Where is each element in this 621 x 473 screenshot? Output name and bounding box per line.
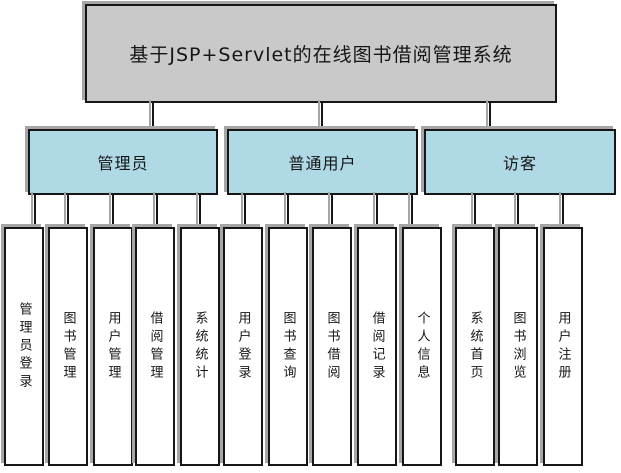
connector-user-login xyxy=(244,195,246,227)
leaf-label: 图书管理 xyxy=(60,310,76,383)
leaf-node-admin-login: 管理员登录 xyxy=(4,227,44,466)
connector-root-regular-user xyxy=(321,103,323,129)
connector-book-search xyxy=(287,195,289,227)
leaf-node-user-login: 用户登录 xyxy=(223,227,263,466)
leaf-node-system-home: 系统首页 xyxy=(455,227,495,466)
leaf-label: 用户登录 xyxy=(235,310,251,383)
connector-borrow-records xyxy=(376,195,378,227)
leaf-node-borrow-records: 借阅记录 xyxy=(357,227,397,466)
connector-personal-info xyxy=(411,195,413,227)
system-root-node: 基于JSP+Servlet的在线图书借阅管理系统 xyxy=(85,4,557,103)
role-node-admin: 管理员 xyxy=(28,129,218,195)
leaf-label: 系统统计 xyxy=(192,310,208,383)
connector-admin-login xyxy=(34,195,36,227)
role-node-guest: 访客 xyxy=(424,129,616,195)
leaf-node-borrow-management: 借阅管理 xyxy=(135,227,175,466)
connector-root-admin xyxy=(152,103,154,129)
leaf-node-book-borrow: 图书借阅 xyxy=(312,227,352,466)
leaf-label: 用户管理 xyxy=(105,310,121,383)
leaf-node-user-management: 用户管理 xyxy=(93,227,133,466)
leaf-label: 图书借阅 xyxy=(324,310,340,383)
leaf-label: 用户注册 xyxy=(555,310,571,383)
connector-borrow-management xyxy=(156,195,158,227)
leaf-node-user-register: 用户注册 xyxy=(543,227,583,466)
connector-root-guest xyxy=(489,103,491,129)
leaf-node-book-search: 图书查询 xyxy=(268,227,308,466)
leaf-label: 系统首页 xyxy=(467,310,483,383)
leaf-label: 借阅记录 xyxy=(369,310,385,383)
leaf-node-book-management: 图书管理 xyxy=(48,227,88,466)
leaf-node-book-browse: 图书浏览 xyxy=(498,227,538,466)
role-node-regular-user: 普通用户 xyxy=(227,129,418,195)
leaf-label: 图书浏览 xyxy=(510,310,526,383)
connector-user-register xyxy=(562,195,564,227)
leaf-node-personal-info: 个人信息 xyxy=(402,227,442,466)
leaf-label: 个人信息 xyxy=(414,310,430,383)
connector-book-borrow xyxy=(331,195,333,227)
connector-book-browse xyxy=(517,195,519,227)
leaf-label: 借阅管理 xyxy=(147,310,163,383)
connector-system-statistics xyxy=(199,195,201,227)
leaf-label: 图书查询 xyxy=(280,310,296,383)
connector-system-home xyxy=(474,195,476,227)
leaf-node-system-statistics: 系统统计 xyxy=(180,227,220,466)
connector-book-management xyxy=(67,195,69,227)
connector-user-management xyxy=(112,195,114,227)
leaf-label: 管理员登录 xyxy=(16,301,32,392)
